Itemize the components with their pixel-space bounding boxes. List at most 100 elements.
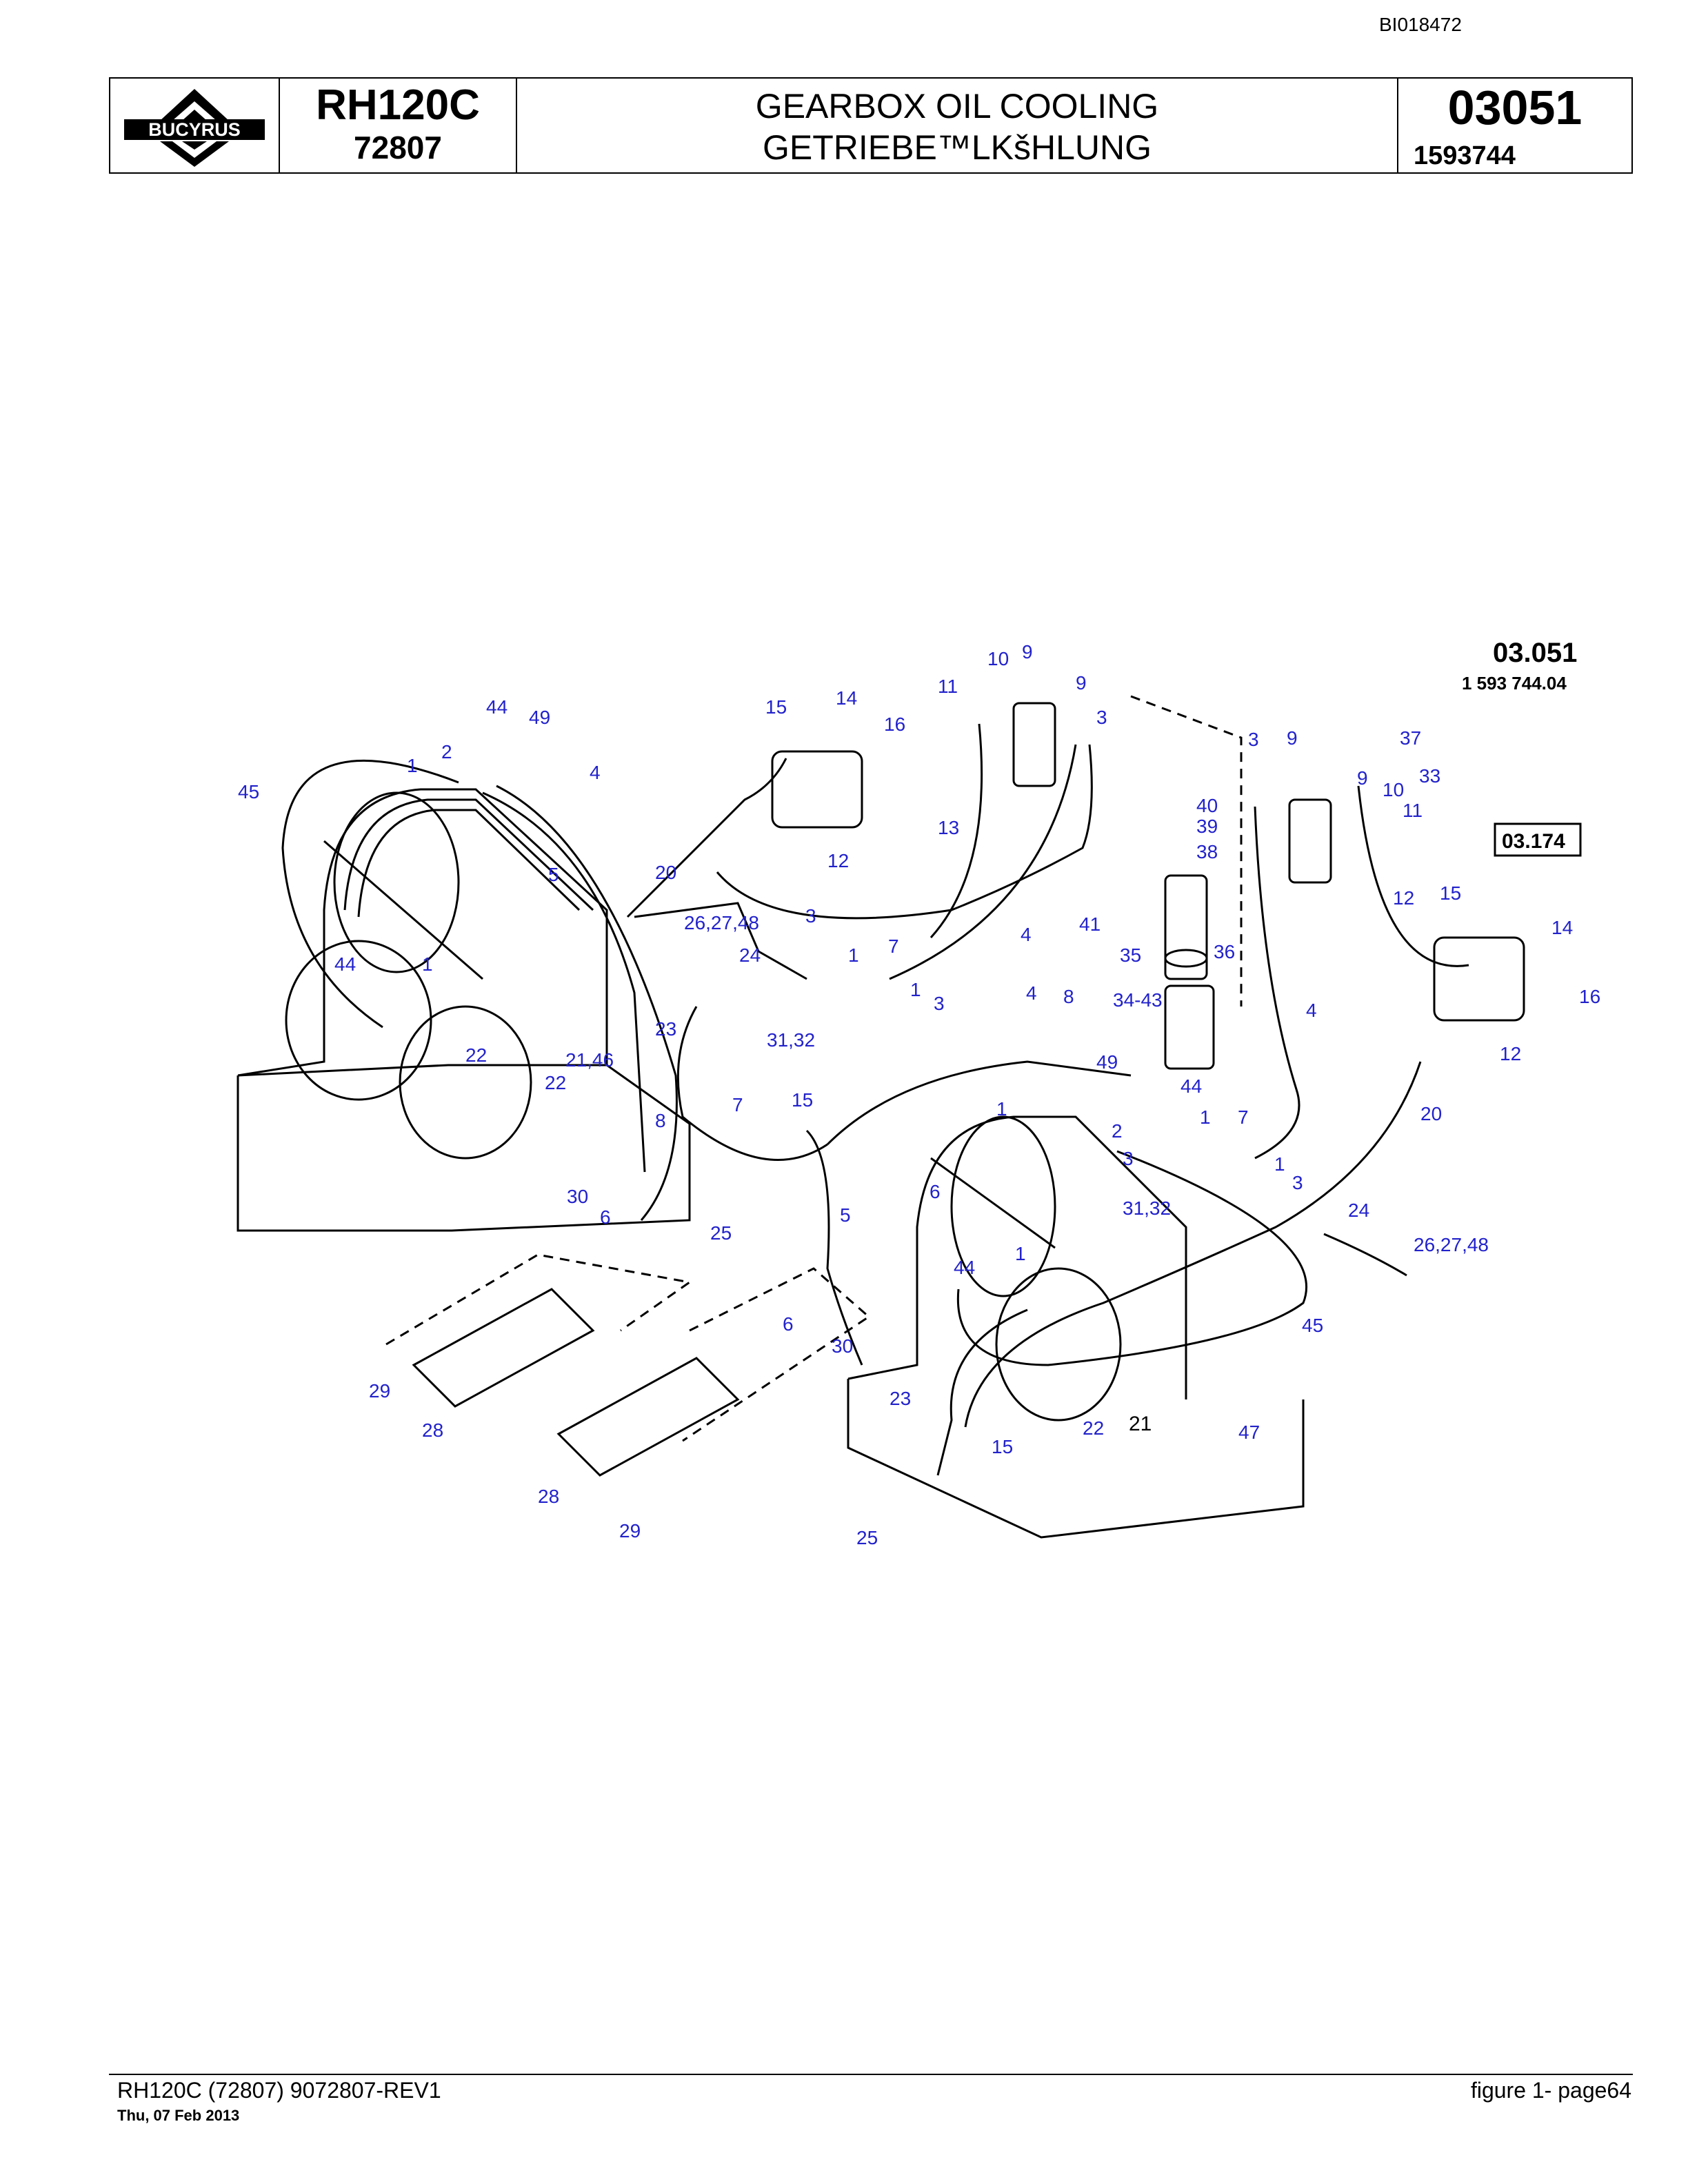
callout-8: 8	[655, 1110, 666, 1131]
callout-21: 21	[1129, 1413, 1152, 1435]
callout-23b: 23	[890, 1388, 911, 1409]
callout-47: 47	[1238, 1422, 1260, 1443]
callout-37: 36	[1214, 941, 1235, 962]
callout-10b: 10	[1383, 779, 1404, 800]
callout-11b: 11	[1403, 800, 1423, 821]
part-number: 1593744	[1414, 141, 1516, 170]
callout-4: 4	[590, 762, 601, 783]
footer-divider	[109, 2074, 1633, 2075]
callout-24b: 24	[1348, 1200, 1369, 1221]
callout-44b: 44	[334, 953, 356, 975]
callout-7: 7	[888, 936, 899, 957]
callout-16b: 15	[1440, 882, 1461, 904]
callout-28b: 28	[538, 1486, 559, 1507]
serial-number: 72807	[354, 130, 442, 165]
callout-9b: 9	[1076, 672, 1087, 694]
document-id: BI018472	[1379, 14, 1462, 35]
callout-12: 12	[1393, 887, 1414, 909]
callout-44: 44	[486, 696, 508, 718]
ref-box-frame	[1494, 822, 1582, 857]
callout-31-32: 31,32	[767, 1029, 815, 1051]
exploded-parts-diagram: 03.051 1 593 744.04 03.174 10 9 11 9 3 1…	[237, 638, 1600, 1548]
model-cell: RH120C 72807	[280, 79, 517, 172]
callout-5b: 5	[840, 1204, 851, 1226]
callout-49b: 49	[1096, 1051, 1118, 1073]
callout-9d: 9	[1357, 767, 1368, 789]
page-code-cell: 03051 1593744	[1398, 79, 1631, 172]
callout-1b: 1	[848, 944, 859, 966]
footer-page: figure 1- page64	[1470, 2078, 1631, 2103]
callout-1: 1	[407, 755, 418, 776]
callout-14b: 12	[1500, 1043, 1521, 1064]
callout-20: 20	[655, 862, 676, 883]
callout-6c: 6	[783, 1313, 794, 1335]
callout-44d: 44	[954, 1257, 975, 1278]
callout-8b: 8	[1063, 986, 1074, 1007]
title-english: GEARBOX OIL COOLING	[755, 87, 1159, 125]
callout-24: 24	[739, 944, 761, 966]
callout-26-27-48b: 25	[856, 1527, 878, 1548]
callout-30b: 30	[832, 1335, 853, 1357]
callout-49: 49	[529, 707, 550, 728]
callout-33: 33	[1419, 765, 1440, 787]
callout-44c: 44	[1180, 1075, 1202, 1097]
callout-31-32b: 31,32	[1123, 1197, 1171, 1219]
callout-25b: 26,27,48	[1414, 1234, 1489, 1255]
title-german: GETRIEBE™LKšHLUNG	[762, 128, 1152, 167]
callout-1h: 1	[1015, 1243, 1026, 1264]
callout-7b: 7	[732, 1094, 743, 1115]
title-block: BUCYRUS RH120C 72807 GEARBOX OIL COOLING…	[109, 77, 1633, 174]
callout-4c: 4	[1021, 924, 1032, 945]
callout-36: 35	[1120, 944, 1141, 966]
diagram-linework	[237, 695, 1525, 1539]
callout-7c: 7	[1238, 1106, 1249, 1128]
callout-34-43: 37	[1400, 727, 1421, 749]
callout-3: 3	[1096, 707, 1107, 728]
model-number: RH120C	[316, 81, 480, 129]
callout-26-27-48: 25	[710, 1222, 732, 1244]
callout-15b: 14	[1551, 917, 1573, 938]
callout-45b: 45	[1302, 1315, 1323, 1336]
callout-3c: 3	[1248, 729, 1259, 750]
callout-1d: 1	[422, 953, 433, 975]
callout-11: 11	[938, 676, 958, 697]
callout-40: 40	[1196, 795, 1218, 816]
callout-2b: 2	[1112, 1120, 1123, 1142]
callout-38: 38	[1196, 841, 1218, 862]
callout-17-19: 16	[884, 714, 905, 735]
callout-1e: 1	[996, 1098, 1007, 1120]
callout-3g: 3	[1292, 1172, 1303, 1193]
callout-14: 12	[827, 850, 849, 871]
drawing-ref-number: 1 593 744.04	[1462, 673, 1567, 694]
callout-22: 22	[465, 1044, 487, 1066]
callout-16c: 15	[792, 1089, 813, 1111]
callout-28: 28	[422, 1419, 443, 1441]
callout-23: 23	[655, 1018, 676, 1040]
callout-16d: 15	[992, 1436, 1013, 1457]
callout-29: 29	[369, 1380, 390, 1402]
callout-20b: 20	[1420, 1103, 1442, 1124]
callout-35: 34-43	[1113, 989, 1163, 1011]
footer-doc-ref: RH120C (72807) 9072807-REV1	[117, 2078, 441, 2103]
callout-9c: 9	[1287, 727, 1298, 749]
callout-4d: 4	[1026, 982, 1037, 1004]
title-cell: GEARBOX OIL COOLING GETRIEBE™LKšHLUNG	[517, 79, 1398, 172]
callout-2: 2	[441, 741, 452, 762]
footer-date: Thu, 07 Feb 2013	[117, 2107, 240, 2124]
callout-30: 30	[567, 1186, 588, 1207]
callout-25: 26,27,48	[684, 912, 759, 933]
callout-13: 13	[938, 817, 959, 838]
callout-4b: 4	[1306, 1000, 1317, 1021]
callout-6: 6	[930, 1181, 941, 1202]
callout-1c: 1	[910, 979, 921, 1000]
callout-21-46: 21,46	[565, 1049, 614, 1071]
callout-22c: 22	[1083, 1417, 1104, 1439]
drawing-ref-code: 03.051	[1493, 638, 1577, 668]
bucyrus-logo: BUCYRUS	[124, 89, 265, 167]
callout-3f: 3	[1123, 1148, 1134, 1169]
callout-1g: 1	[1274, 1153, 1285, 1175]
ref-box-label: 03.174	[1502, 830, 1565, 853]
callout-10: 10	[987, 648, 1009, 669]
callout-41: 41	[1079, 913, 1101, 935]
callout-22b: 22	[545, 1072, 566, 1093]
